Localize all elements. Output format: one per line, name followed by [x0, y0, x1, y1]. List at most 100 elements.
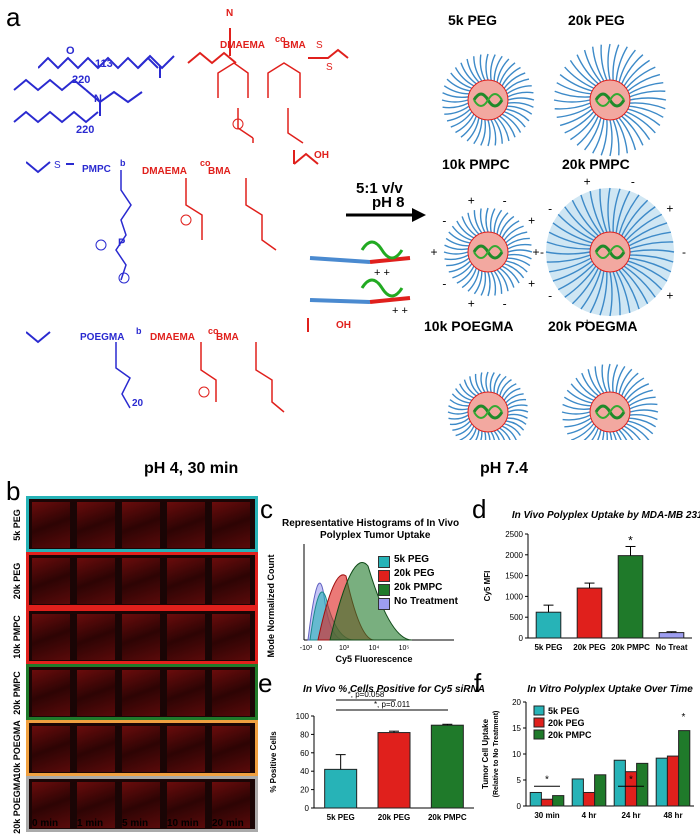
microscopy-frame — [77, 614, 115, 660]
image-row-4 — [26, 664, 258, 720]
microscopy-frame — [167, 782, 205, 828]
y-tick-label: 2500 — [505, 530, 523, 539]
image-row-3 — [26, 608, 258, 664]
y-axis-label-2: (Relative to No Treatment) — [493, 711, 500, 798]
bar — [666, 755, 680, 807]
y-tick-label: 0 — [519, 634, 524, 643]
panel-f-label: f — [474, 668, 482, 698]
microscopy-frame — [32, 726, 70, 772]
structure-peg: O S S — [38, 28, 349, 144]
y-axis-label: Tumor Cell Uptake — [481, 718, 490, 789]
svg-text:+: + — [528, 213, 535, 227]
structure-branched-peg: N — [13, 78, 143, 124]
legend-swatch — [533, 729, 545, 740]
hist-tick-2: 10³ — [339, 645, 350, 652]
microscopy-frame — [122, 558, 160, 604]
bar — [582, 791, 596, 807]
microscopy-frame — [77, 558, 115, 604]
legend-label: 5k PEG — [548, 706, 580, 716]
microscopy-frame — [212, 502, 250, 548]
image-row-2 — [26, 552, 258, 608]
svg-text:+ +: + + — [392, 305, 408, 315]
svg-text:-: - — [631, 315, 635, 329]
panel-c-xlabel: Cy5 Fluorescence — [335, 654, 412, 664]
hist-tick-4: 10⁵ — [399, 645, 410, 652]
significance-star: * — [682, 712, 686, 723]
microscopy-frame — [167, 726, 205, 772]
y-axis-label: % Positive Cells — [269, 731, 278, 793]
bar — [678, 730, 691, 807]
legend-label: 20k PMPC — [394, 582, 443, 593]
svg-text:+: + — [666, 202, 673, 216]
particle-label-10k-pmpc: 10k PMPC — [442, 156, 510, 172]
y-axis-label: Cy5 MFI — [483, 571, 492, 602]
microscopy-frame — [122, 670, 160, 716]
structure-pmpc: S P — [26, 150, 319, 284]
particle-label-20k-pmpc: 20k PMPC — [562, 156, 630, 172]
svg-text:+: + — [430, 245, 437, 259]
row-label: 20k POEGMA — [12, 776, 22, 834]
nanoparticle-1 — [441, 53, 535, 147]
y-tick-label: 2000 — [505, 551, 523, 560]
y-tick-label: 0 — [305, 804, 310, 813]
microscopy-frame — [212, 726, 250, 772]
peg-repeat-number: 113 — [95, 58, 113, 70]
svg-text:P: P — [118, 237, 125, 249]
svg-text:S: S — [326, 62, 333, 73]
time-label: 5 min — [122, 818, 149, 829]
panel-e-chart: In Vivo % Cells Positive for Cy5 siRNA02… — [269, 684, 485, 822]
time-label: 0 min — [32, 818, 59, 829]
particle-label-20k-poegma: 20k POEGMA — [548, 318, 638, 334]
svg-text:S: S — [316, 40, 323, 51]
bar — [636, 762, 649, 807]
nanoparticle-6 — [561, 363, 659, 440]
caption-left: pH 4, 30 min — [144, 460, 239, 477]
time-label: 10 min — [167, 818, 199, 829]
bar — [658, 632, 685, 639]
reaction-arrow — [346, 208, 426, 222]
svg-text:+: + — [468, 194, 475, 208]
svg-text:+: + — [532, 245, 539, 259]
time-label: 20 min — [212, 818, 244, 829]
microscopy-frame — [77, 670, 115, 716]
bma-label-1: BMA — [283, 40, 306, 51]
x-tick-label: 20k PEG — [573, 643, 605, 652]
side-chain-repeat: 20 — [132, 398, 144, 409]
microscopy-frame — [32, 670, 70, 716]
microscopy-frame — [122, 614, 160, 660]
svg-text:-: - — [540, 245, 544, 259]
svg-text:-: - — [631, 175, 635, 189]
panel-a-label: a — [6, 2, 21, 32]
significance-star: * — [629, 775, 633, 786]
nanoparticle-grid: -+-+-+-+-+-+-+-+-+-+ — [430, 43, 686, 440]
y-tick-label: 500 — [510, 613, 524, 622]
significance-star: * — [628, 533, 633, 547]
legend-label: 20k PEG — [548, 718, 585, 728]
x-tick-label: 5k PEG — [327, 813, 355, 822]
y-tick-label: 0 — [517, 802, 522, 811]
x-tick-label: 20k PMPC — [428, 813, 467, 822]
svg-text:-: - — [442, 213, 446, 227]
nanoparticle-3: -+-+-+-+-+ — [430, 194, 544, 311]
image-row-5 — [26, 720, 258, 776]
legend-label: No Treatment — [394, 596, 458, 607]
microscopy-frame — [212, 670, 250, 716]
bar — [576, 587, 603, 639]
svg-text:-: - — [503, 296, 507, 310]
co-label-2: co — [200, 158, 211, 168]
panel-d-label: d — [472, 494, 487, 524]
dmaema-label-1: DMAEMA — [220, 40, 265, 51]
y-tick-label: 5 — [517, 776, 522, 785]
bar — [617, 555, 644, 639]
legend-swatch — [378, 598, 390, 610]
svg-text:+: + — [528, 277, 535, 291]
poegma-label: POEGMA — [80, 332, 125, 343]
time-label: 1 min — [77, 818, 104, 829]
panel-c-label: c — [260, 494, 273, 524]
x-tick-label: No Treat — [655, 643, 687, 652]
microscopy-frame — [77, 502, 115, 548]
bar — [430, 724, 464, 809]
svg-text:+: + — [584, 175, 591, 189]
microscopy-frame — [122, 502, 160, 548]
bar — [571, 778, 584, 807]
